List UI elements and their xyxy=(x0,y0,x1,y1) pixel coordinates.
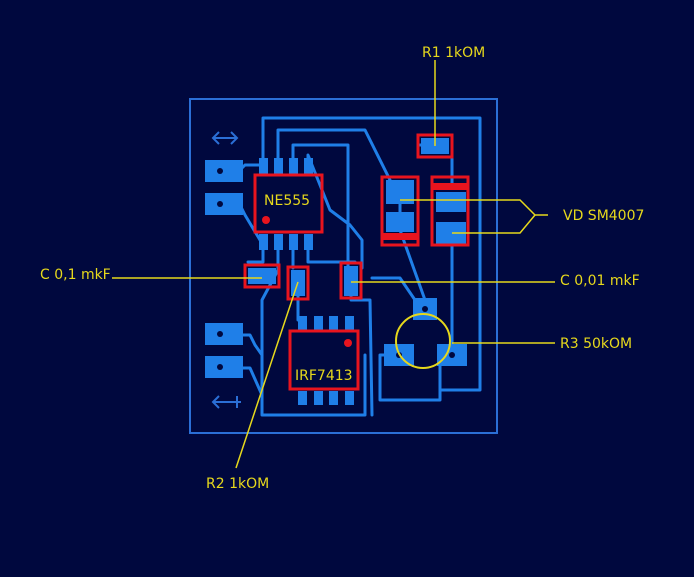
ne555-pin1-marker xyxy=(262,216,270,224)
arrow-right-left-icon xyxy=(211,131,239,145)
vd2-pad xyxy=(436,222,466,246)
callout-r1: R1 1kOM xyxy=(422,45,485,61)
vd2-cathode-bar xyxy=(432,183,468,190)
c1-pad xyxy=(248,268,276,284)
vd2-pad xyxy=(436,192,466,212)
ne555-outline xyxy=(253,173,324,234)
c1-outline xyxy=(243,263,281,289)
vd1-cathode-bar xyxy=(382,233,418,240)
callout-c1: C 0,1 mkF xyxy=(40,267,111,283)
r3-outline xyxy=(395,313,451,369)
callout-leaders xyxy=(112,60,555,469)
connector-pad xyxy=(205,193,243,215)
callout-vd: VD SM4007 xyxy=(563,208,644,224)
connector-bottom xyxy=(205,323,243,378)
callout-c2: C 0,01 mkF xyxy=(560,273,640,289)
r2-outline xyxy=(286,265,310,301)
callout-r3: R3 50kOM xyxy=(560,336,632,352)
vd1-outline xyxy=(380,175,420,247)
irf7413-label: IRF7413 xyxy=(295,368,353,384)
arrow-left-right-icon xyxy=(211,395,241,409)
connector-pad xyxy=(205,356,243,378)
ne555-pads xyxy=(259,158,313,250)
connector-pad xyxy=(205,323,243,345)
ne555-label: NE555 xyxy=(264,193,310,209)
board-outline xyxy=(189,98,498,434)
vd2-outline xyxy=(430,175,470,247)
connector-pad xyxy=(205,160,243,182)
c2-pad xyxy=(344,266,358,296)
callout-r2: R2 1kOM xyxy=(206,476,269,492)
irf7413-pin1-marker xyxy=(344,339,352,347)
connector-top xyxy=(205,160,243,215)
vd1-pad xyxy=(386,212,414,232)
irf7413-pads xyxy=(298,316,354,405)
c2-outline xyxy=(339,261,363,300)
irf7413-outline xyxy=(288,329,360,391)
